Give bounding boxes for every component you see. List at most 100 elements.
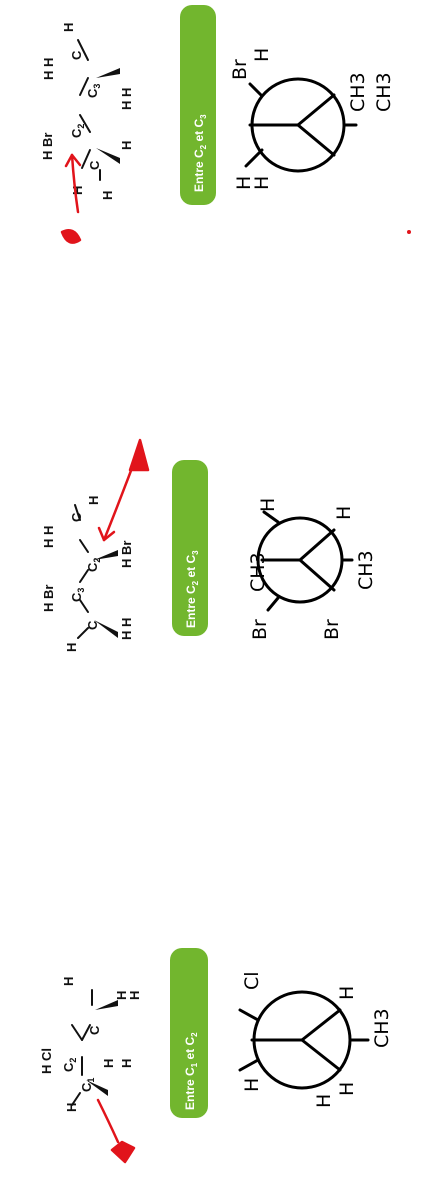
atom-c3: C3 bbox=[85, 84, 102, 98]
c1-h-bottom: H bbox=[119, 1059, 134, 1068]
c3-h-top: H bbox=[61, 977, 76, 986]
atom-c2: C2 bbox=[85, 558, 102, 572]
atom-c1: C1 bbox=[79, 1078, 96, 1092]
h-h-bottom-right: H H bbox=[119, 88, 134, 110]
rotation-arrow bbox=[96, 1098, 120, 1144]
skeletal-structure-top: C C2 C3 C H Br H H H H H H H H bbox=[40, 23, 134, 200]
wedge-bond bbox=[94, 620, 118, 638]
label-badge bbox=[172, 460, 208, 636]
arrow-head bbox=[128, 438, 150, 472]
h-h-top-right: H H bbox=[41, 526, 56, 548]
label-top: Entre C2 et C3 bbox=[180, 5, 216, 205]
label-badge bbox=[180, 5, 216, 205]
skeletal-structure-c1-c2: H C1 C2 C H H H Cl H H H bbox=[39, 977, 142, 1112]
h-below-c-left: H bbox=[100, 191, 115, 200]
newman-top-left: CH3 bbox=[247, 552, 269, 592]
atom-c-right: C bbox=[69, 50, 84, 60]
newman-bottom-right: H bbox=[333, 506, 355, 520]
h-left-bottom: H bbox=[70, 186, 85, 195]
wedge-bond bbox=[94, 550, 118, 560]
back-bond bbox=[244, 148, 264, 168]
rotation-arrow bbox=[102, 466, 134, 542]
newman-upper-right: Cl bbox=[241, 971, 263, 990]
newman-upper-left: H bbox=[241, 1078, 263, 1092]
wedge-bond bbox=[95, 1000, 118, 1010]
newman-projection-middle: CH3 H Br Br CH3 H bbox=[247, 498, 377, 640]
bond bbox=[71, 1024, 83, 1041]
front-bond bbox=[296, 123, 336, 157]
bond bbox=[74, 504, 81, 521]
atom-c3: C bbox=[87, 1025, 102, 1035]
back-bond bbox=[266, 596, 280, 612]
label-middle: Entre C2 et C3 bbox=[172, 460, 208, 636]
newman-lower-right: CH3 bbox=[371, 1008, 393, 1048]
c3-h-b1: H bbox=[114, 991, 129, 1000]
bond bbox=[77, 627, 89, 639]
atom-c3: C3 bbox=[69, 588, 86, 602]
atom-c-left: C bbox=[85, 620, 100, 630]
label-text: Entre C1 et C2 bbox=[183, 1032, 199, 1110]
bond bbox=[79, 569, 89, 583]
h-br: H Br bbox=[40, 133, 55, 160]
h-br-bottom: H Br bbox=[119, 541, 134, 568]
back-bond bbox=[238, 1008, 260, 1022]
front-bond bbox=[298, 558, 336, 592]
c1-h-top: H bbox=[101, 1059, 116, 1068]
h-right: H bbox=[86, 496, 101, 505]
red-arrow-c1-c2 bbox=[96, 1098, 136, 1164]
newman-front-h1: H bbox=[336, 1082, 358, 1096]
h-bottom: H bbox=[119, 141, 134, 150]
skeletal-structure-middle: H C C3 C2 C H Br H H H H H Br H bbox=[41, 496, 134, 652]
red-arrow-middle bbox=[97, 438, 150, 542]
bond bbox=[81, 1024, 91, 1041]
panel-c1-c2: H C1 C2 C H H H Cl H H H Entre C1 et C2 bbox=[39, 948, 393, 1164]
newman-left-bottom: Br bbox=[321, 619, 343, 640]
arrow-head bbox=[60, 229, 82, 244]
label-text: Entre C2 et C3 bbox=[184, 550, 200, 628]
panel-c2-c3-top: C C2 C3 C H Br H H H H H H H H Entre C2 … bbox=[40, 5, 411, 244]
h-br-top: H Br bbox=[41, 585, 56, 612]
newman-right-br: Br bbox=[229, 59, 251, 80]
newman-left-top: Br bbox=[249, 619, 271, 640]
newman-top-right: H bbox=[257, 498, 279, 512]
atom-c2: C2 bbox=[69, 124, 86, 138]
c3-h-b2: H bbox=[127, 991, 142, 1000]
arrow-head bbox=[110, 1140, 136, 1164]
front-bond bbox=[300, 1008, 342, 1042]
h-left: H bbox=[64, 643, 79, 652]
bond bbox=[81, 149, 91, 169]
bond bbox=[79, 114, 91, 133]
newman-lower-left: H bbox=[313, 1094, 335, 1108]
newman-top-h2: H bbox=[251, 176, 273, 190]
newman-right-h: H bbox=[251, 48, 273, 62]
bond bbox=[79, 539, 89, 553]
newman-projection-c1-c2: H Cl H CH3 H H bbox=[238, 971, 393, 1108]
back-bond bbox=[248, 82, 264, 98]
newman-bottom-left: CH3 bbox=[355, 550, 377, 590]
panel-c2-c3-middle: H C C3 C2 C H Br H H H H H Br H Entre C2… bbox=[41, 438, 377, 652]
newman-projection-top: H H Br H CH3 CH3 bbox=[229, 48, 395, 190]
red-arrow-top bbox=[60, 153, 411, 244]
h-right: H bbox=[61, 23, 76, 32]
bond bbox=[79, 599, 89, 613]
front-bond bbox=[298, 528, 336, 562]
arrow-tail-head bbox=[64, 153, 82, 168]
h-left: H bbox=[64, 1103, 79, 1112]
back-bond bbox=[238, 1058, 260, 1072]
back-bond bbox=[262, 510, 280, 524]
h-h-left: H H bbox=[119, 618, 134, 640]
h-h-top: H H bbox=[41, 58, 56, 80]
red-dot bbox=[407, 230, 411, 234]
newman-top-h1: H bbox=[233, 176, 255, 190]
atom-c2: C2 bbox=[61, 1058, 78, 1072]
front-bond bbox=[296, 93, 336, 127]
label-c1-c2: Entre C1 et C2 bbox=[170, 948, 208, 1118]
label-text: Entre C2 et C3 bbox=[192, 114, 208, 192]
rotation-arrow bbox=[70, 153, 80, 214]
arrow-tail-head bbox=[97, 526, 116, 542]
wedge-bond bbox=[96, 148, 120, 164]
atom-c-right: C bbox=[69, 512, 84, 522]
bond bbox=[79, 77, 89, 96]
